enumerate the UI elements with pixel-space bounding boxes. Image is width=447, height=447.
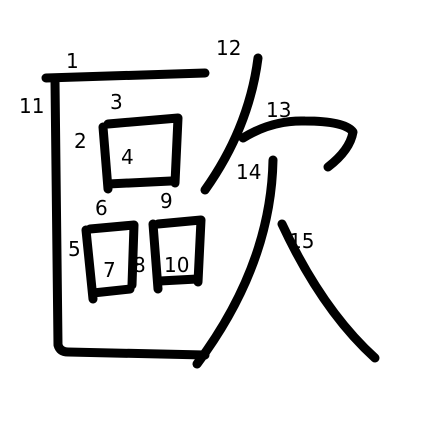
- stroke-9: [153, 215, 206, 287]
- stroke-number-7: 7: [103, 258, 116, 282]
- stroke-3: [103, 113, 183, 188]
- stroke-5: [81, 225, 98, 304]
- stroke-4: [103, 176, 176, 189]
- stroke-10: [155, 274, 202, 286]
- stroke-number-14: 14: [236, 160, 261, 184]
- stroke-7: [88, 284, 135, 298]
- stroke-2: [98, 122, 113, 194]
- stroke-11: [50, 76, 210, 360]
- stroke-number-12: 12: [216, 36, 241, 60]
- stroke-number-4: 4: [121, 145, 134, 169]
- stroke-13: [238, 116, 358, 172]
- stroke-6: [85, 220, 139, 290]
- stroke-12: [200, 53, 263, 195]
- stroke-number-10: 10: [164, 253, 189, 277]
- stroke-number-15: 15: [289, 229, 314, 253]
- stroke-number-13: 13: [266, 98, 291, 122]
- stroke-15: [277, 219, 380, 363]
- stroke-14: [192, 155, 278, 369]
- stroke-number-5: 5: [68, 237, 81, 261]
- stroke-1: [41, 68, 210, 83]
- stroke-number-9: 9: [160, 189, 173, 213]
- stroke-number-2: 2: [74, 129, 87, 153]
- stroke-number-8: 8: [133, 253, 146, 277]
- stroke-number-6: 6: [95, 196, 108, 220]
- stroke-number-11: 11: [19, 94, 44, 118]
- stroke-number-3: 3: [110, 90, 123, 114]
- stroke-number-1: 1: [66, 49, 79, 73]
